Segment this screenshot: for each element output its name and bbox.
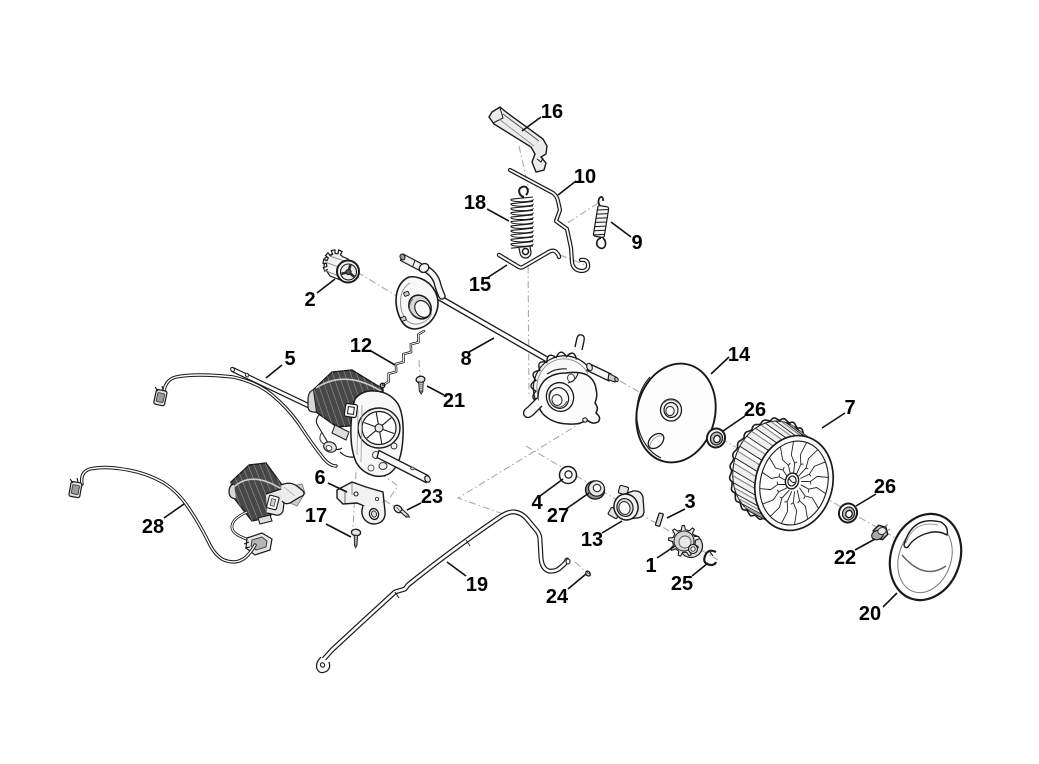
svg-text:7: 7 xyxy=(844,397,855,419)
svg-text:5: 5 xyxy=(284,348,295,370)
svg-text:19: 19 xyxy=(466,574,488,596)
svg-text:26: 26 xyxy=(744,399,766,421)
svg-text:16: 16 xyxy=(541,101,563,123)
svg-text:21: 21 xyxy=(443,390,465,412)
svg-text:26: 26 xyxy=(874,476,896,498)
svg-text:27: 27 xyxy=(547,505,569,527)
svg-text:15: 15 xyxy=(469,274,491,296)
svg-text:8: 8 xyxy=(460,348,471,370)
svg-text:6: 6 xyxy=(314,467,325,489)
svg-text:28: 28 xyxy=(142,516,164,538)
svg-text:13: 13 xyxy=(581,529,603,551)
svg-text:2: 2 xyxy=(304,289,315,311)
svg-text:24: 24 xyxy=(546,586,569,608)
svg-text:22: 22 xyxy=(834,547,856,569)
svg-text:10: 10 xyxy=(574,166,596,188)
svg-text:20: 20 xyxy=(859,603,881,625)
svg-text:4: 4 xyxy=(531,492,543,514)
svg-text:17: 17 xyxy=(305,505,327,527)
svg-text:18: 18 xyxy=(464,192,486,214)
svg-text:25: 25 xyxy=(671,573,693,595)
svg-text:12: 12 xyxy=(350,335,372,357)
svg-text:23: 23 xyxy=(421,486,443,508)
svg-text:14: 14 xyxy=(728,344,751,366)
svg-text:3: 3 xyxy=(684,491,695,513)
svg-text:1: 1 xyxy=(645,555,656,577)
svg-text:9: 9 xyxy=(631,232,642,254)
